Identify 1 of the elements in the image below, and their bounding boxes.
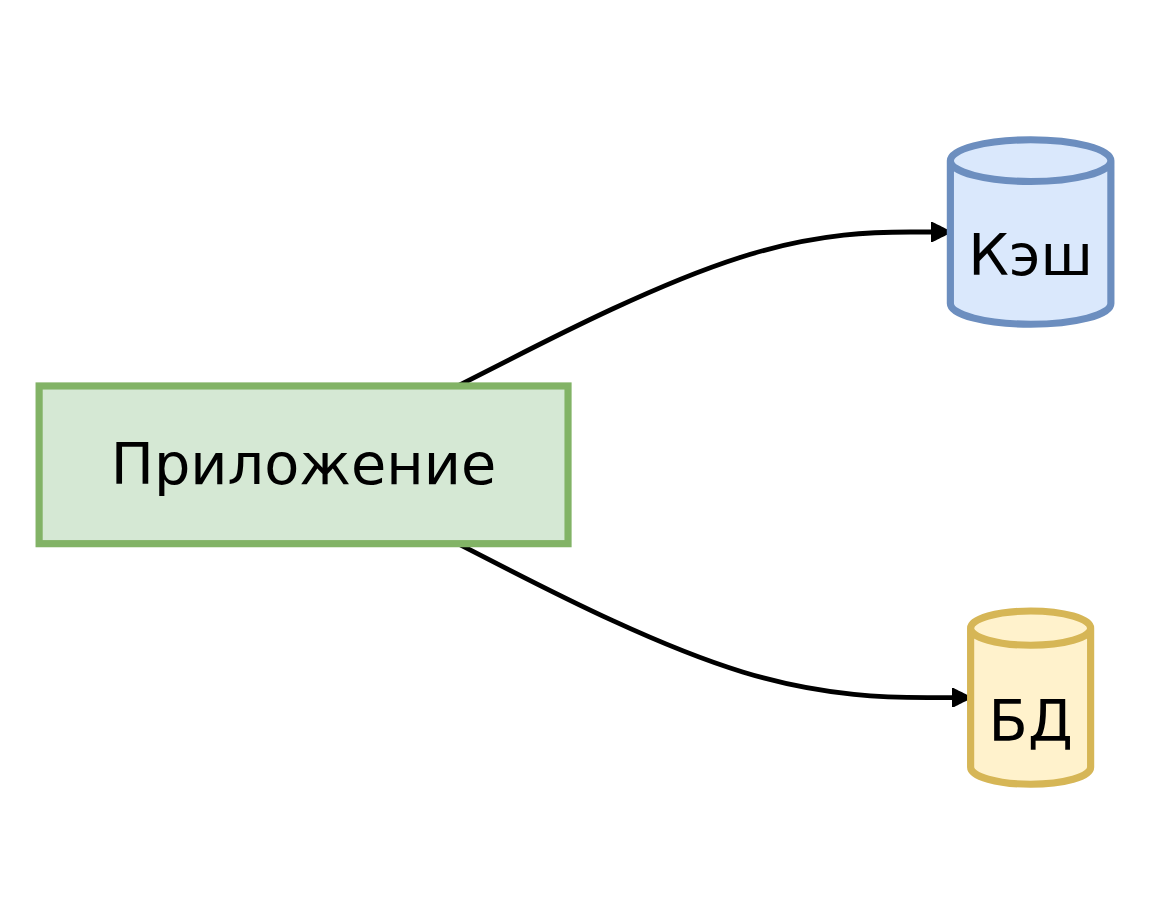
node-box: Приложение	[35, 382, 572, 548]
